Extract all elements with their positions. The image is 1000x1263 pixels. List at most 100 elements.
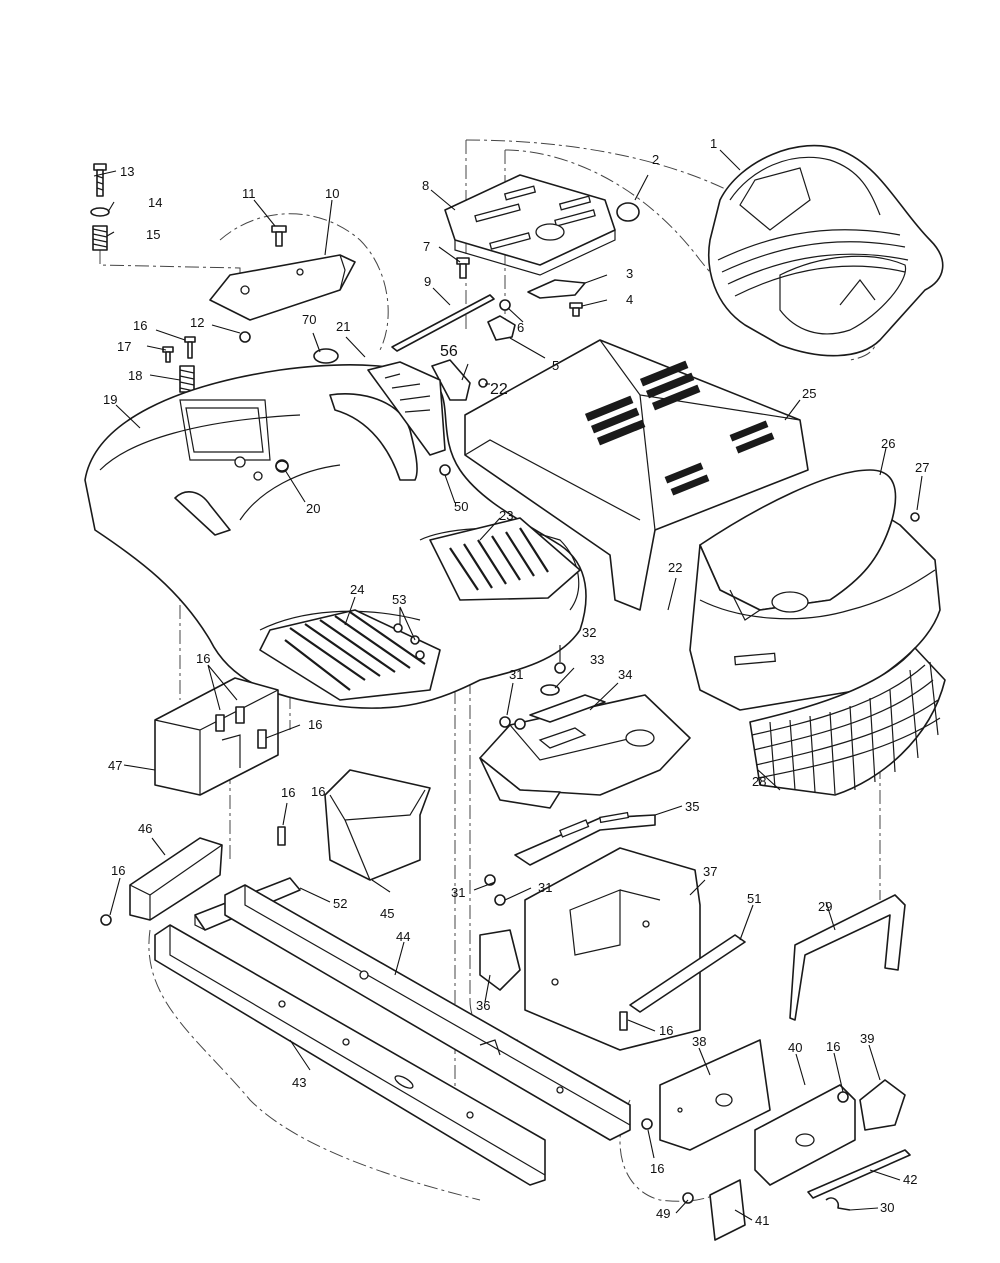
bolts-53 <box>393 623 425 660</box>
callout: 1 <box>710 136 717 151</box>
floor-mat-24 <box>259 609 441 701</box>
callout: 29 <box>818 899 832 914</box>
callout: 56 <box>440 343 458 360</box>
nut-12 <box>239 331 251 343</box>
floor-mat-23 <box>429 517 581 601</box>
callout: 31 <box>538 880 552 895</box>
callout: 39 <box>860 1031 874 1046</box>
screw-16-39 <box>837 1091 849 1103</box>
callout: 18 <box>128 368 142 383</box>
washer-14 <box>90 207 110 217</box>
callout: 32 <box>582 625 596 640</box>
bracket-46 <box>129 837 223 921</box>
callout: 33 <box>590 652 604 667</box>
callout: 16 <box>659 1023 673 1038</box>
nut-50 <box>439 464 451 476</box>
pin-30 <box>825 1197 851 1211</box>
bracket-3 <box>527 279 586 299</box>
callout: 30 <box>880 1200 894 1215</box>
callout: 40 <box>788 1040 802 1055</box>
leader-lines <box>93 149 923 1221</box>
dash-panel <box>479 694 691 809</box>
callout: 47 <box>108 758 122 773</box>
bracket-41 <box>709 1179 746 1241</box>
callout: 31 <box>509 667 523 682</box>
spring-15 <box>92 225 108 251</box>
cap-70 <box>313 348 339 364</box>
callout: 11 <box>242 186 256 201</box>
callout: 12 <box>190 315 204 330</box>
callout: 6 <box>517 320 524 335</box>
panel-36 <box>479 929 521 991</box>
callout: 22 <box>490 381 508 398</box>
screw-49 <box>682 1192 694 1204</box>
bolts-16-group <box>215 706 267 749</box>
screw-4 <box>569 302 583 317</box>
callout: 26 <box>881 436 895 451</box>
callout: 45 <box>380 906 394 921</box>
callout: 4 <box>626 292 633 307</box>
callout: 16 <box>133 318 147 333</box>
callout: 16 <box>111 863 125 878</box>
callout: 20 <box>306 501 320 516</box>
bumper-2 <box>616 202 640 222</box>
callout: 49 <box>656 1206 670 1221</box>
callout: 3 <box>626 266 633 281</box>
callout: 7 <box>423 239 430 254</box>
rod-9 <box>391 294 495 352</box>
hood <box>689 469 941 711</box>
callout: 10 <box>325 186 339 201</box>
callout: 44 <box>396 929 410 944</box>
callout: 2 <box>652 152 659 167</box>
callout-labels: 1 2 3 4 5 6 7 8 9 10 11 12 13 14 15 16 1… <box>103 136 929 1228</box>
bracket-47 <box>154 677 279 796</box>
callout: 52 <box>333 896 347 911</box>
plate-33 <box>540 684 560 696</box>
callout: 17 <box>117 339 131 354</box>
frame-rail-44 <box>224 884 631 1141</box>
bolt-13 <box>93 163 107 197</box>
callout: 16 <box>308 717 322 732</box>
fender-hole-20 <box>275 460 289 472</box>
bolt-16-46 <box>277 826 286 846</box>
bracket-29 <box>789 894 906 1021</box>
callout: 43 <box>292 1075 306 1090</box>
callout: 16 <box>826 1039 840 1054</box>
callout: 36 <box>476 998 490 1013</box>
callout: 38 <box>692 1034 706 1049</box>
knob-5 <box>487 315 516 341</box>
seat-pan <box>444 174 616 276</box>
callout: 28 <box>752 774 766 789</box>
callout: 19 <box>103 392 117 407</box>
callout: 8 <box>422 178 429 193</box>
screw-22-top <box>478 378 488 388</box>
callout: 70 <box>302 312 316 327</box>
callout: 35 <box>685 799 699 814</box>
seat <box>707 144 944 357</box>
callout: 14 <box>148 195 162 210</box>
bolt-7 <box>456 257 470 279</box>
callout: 22 <box>668 560 682 575</box>
callout: 13 <box>120 164 134 179</box>
nut-6 <box>499 299 511 311</box>
panel-37 <box>524 847 701 1051</box>
callout: 53 <box>392 592 406 607</box>
callout: 51 <box>747 891 761 906</box>
grille <box>749 647 946 796</box>
callout: 21 <box>336 319 350 334</box>
callout: 16 <box>281 785 295 800</box>
callout: 25 <box>802 386 816 401</box>
callout: 37 <box>703 864 717 879</box>
screw-32 <box>554 662 566 674</box>
callout: 46 <box>138 821 152 836</box>
seat-bracket-10 <box>209 254 356 321</box>
screw-11 <box>271 225 287 247</box>
plate-35 <box>514 811 656 866</box>
callout: 31 <box>451 885 465 900</box>
plate-38 <box>659 1039 771 1151</box>
callout: 15 <box>146 227 160 242</box>
callout: 24 <box>350 582 364 597</box>
screw-16-38 <box>641 1118 653 1130</box>
bracket-39 <box>859 1079 906 1131</box>
